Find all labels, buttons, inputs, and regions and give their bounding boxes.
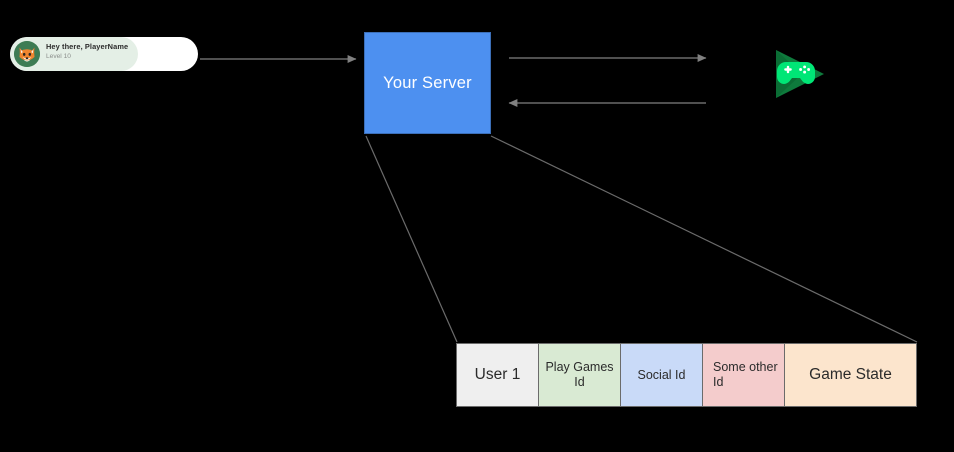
user-record-table: User 1 Play Games Id Social Id Some othe… [456,343,917,407]
cell-user-1: User 1 [457,344,539,406]
your-server-box[interactable]: Your Server [364,32,491,134]
cell-some-other-id: Some other Id [703,344,785,406]
connector-server-to-table-right [490,135,918,343]
player-greeting-text: Hey there, PlayerName [46,42,129,51]
fox-avatar-icon [14,41,40,67]
cell-play-games-id: Play Games Id [539,344,621,406]
cell-game-state: Game State [785,344,916,406]
cell-social-id: Social Id [621,344,703,406]
player-text-block: Hey there, PlayerName Level 10 [46,42,166,62]
player-level-text: Level 10 [46,53,71,60]
your-server-label: Your Server [383,73,472,92]
connector-server-to-table-left [365,135,458,343]
player-greeting-card[interactable]: Hey there, PlayerName Level 10 [10,37,198,71]
google-play-games-icon[interactable] [772,48,828,100]
